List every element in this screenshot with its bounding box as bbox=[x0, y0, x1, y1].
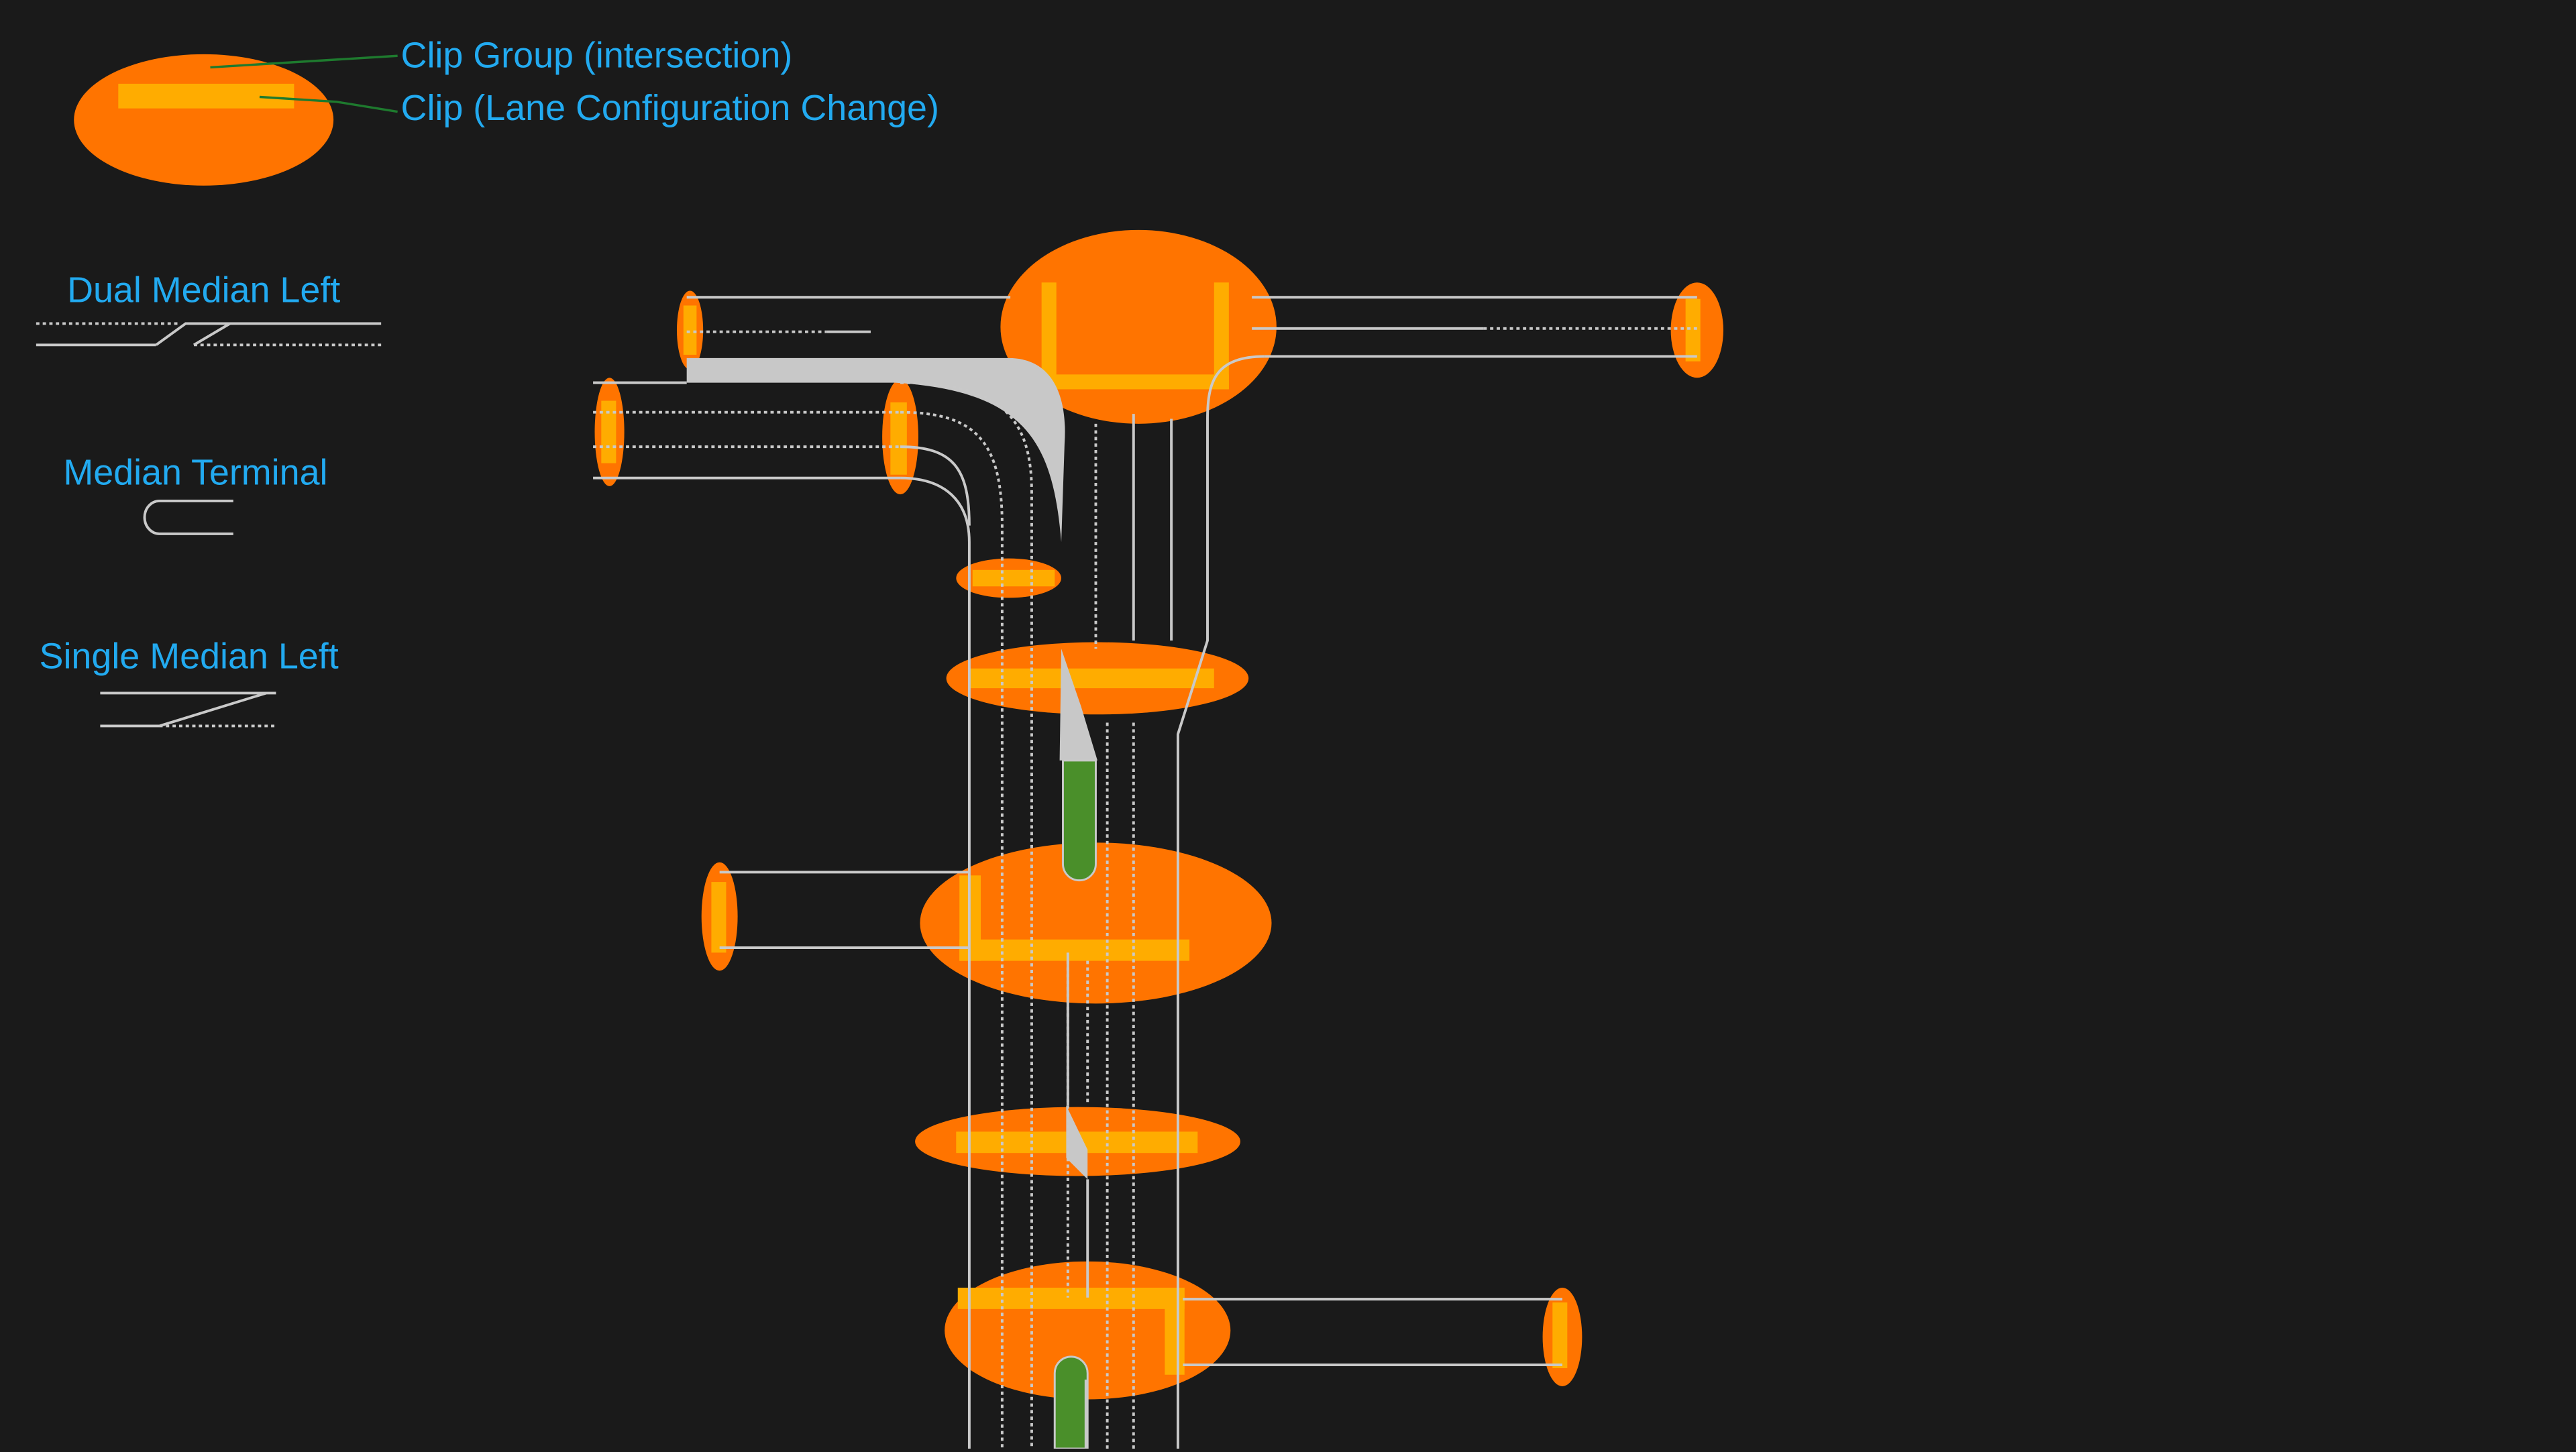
road-lines bbox=[593, 296, 1697, 1449]
clip-lane-change-1 bbox=[969, 668, 1214, 689]
legend-leader-line-clip bbox=[259, 95, 398, 113]
symbol-dual-median-left: Dual Median Left bbox=[36, 270, 382, 347]
green-median-2 bbox=[1053, 1355, 1089, 1450]
median-curved-gray bbox=[686, 357, 1065, 543]
legend-clip-bar bbox=[118, 83, 294, 109]
legend-clip-group-label: Clip Group (intersection) bbox=[401, 35, 793, 75]
clip-top-right-vertical bbox=[1214, 282, 1229, 390]
clip-bottom-horizontal bbox=[957, 1288, 1185, 1309]
symbol-median-terminal: Median Terminal bbox=[63, 452, 328, 535]
single-median-left-label: Single Median Left bbox=[40, 636, 339, 677]
median-terminal-label: Median Terminal bbox=[63, 452, 327, 492]
legend-clip-label: Clip (Lane Configuration Change) bbox=[401, 88, 939, 128]
clip-top-left-vertical bbox=[1041, 282, 1057, 390]
clip-mid-horizontal bbox=[959, 939, 1190, 961]
median-wedge-2 bbox=[1066, 1105, 1088, 1180]
green-median-1 bbox=[1062, 759, 1097, 882]
clip-right-end bbox=[1685, 298, 1701, 361]
clip-bottom-right-end bbox=[1552, 1302, 1568, 1368]
clip-group-mid-intersection bbox=[920, 842, 1272, 1004]
clip-small bbox=[972, 569, 1055, 587]
clip-bottom-vertical bbox=[1165, 1288, 1185, 1375]
clip-left-end-lower bbox=[601, 400, 616, 463]
medians bbox=[686, 357, 1097, 1450]
median-wedge-1 bbox=[1059, 649, 1097, 761]
dual-median-left-label: Dual Median Left bbox=[67, 270, 340, 311]
clip-left-mid bbox=[890, 402, 907, 475]
clip-mid-left-end bbox=[711, 882, 727, 953]
legend-leader-line-group bbox=[210, 54, 398, 69]
clip-groups bbox=[594, 229, 1723, 1400]
clip-top-horizontal bbox=[1041, 374, 1229, 390]
legend-clip-group-ellipse bbox=[74, 54, 334, 186]
clip-left-end-upper bbox=[683, 305, 697, 355]
legend: Clip Group (intersection) Clip (Lane Con… bbox=[74, 35, 939, 186]
symbol-single-median-left: Single Median Left bbox=[40, 636, 339, 728]
